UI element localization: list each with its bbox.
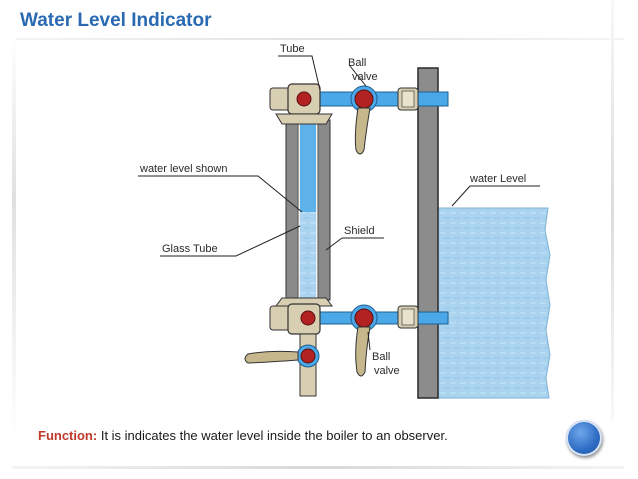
frame-top (12, 38, 624, 40)
function-text: It is indicates the water level inside t… (97, 428, 448, 443)
label-ball-valve-bottom-2: valve (374, 365, 400, 377)
label-glass-tube: Glass Tube (162, 243, 218, 255)
nav-button-icon[interactable] (566, 420, 602, 456)
label-water-level: water Level (469, 173, 526, 185)
leader-lines (138, 55, 540, 351)
frame-bottom (12, 466, 624, 469)
boiler-wall (417, 67, 439, 399)
frame-right (611, 0, 614, 420)
frame-left (12, 38, 16, 438)
label-water-level-shown: water level shown (139, 163, 227, 175)
label-ball-valve-top-2: valve (352, 71, 378, 83)
top-pipe (317, 87, 449, 111)
label-shield: Shield (344, 225, 375, 237)
label-ball-valve-top-1: Ball (348, 57, 366, 69)
glass-tube (297, 117, 319, 303)
top-ball-valve (350, 85, 378, 155)
diagram-labels: Tube Ball valve water level shown water … (139, 43, 526, 377)
label-ball-valve-bottom-1: Ball (372, 351, 390, 363)
boiler-water (437, 207, 551, 399)
drain-ball-valve (244, 344, 320, 368)
function-label: Function: (38, 428, 98, 443)
top-fitting (269, 83, 333, 125)
label-tube: Tube (280, 43, 305, 55)
function-description: Function: It is indicates the water leve… (38, 428, 448, 443)
slide-title: Water Level Indicator (20, 10, 212, 31)
bottom-ball-valve (350, 304, 378, 377)
shield (285, 119, 331, 301)
